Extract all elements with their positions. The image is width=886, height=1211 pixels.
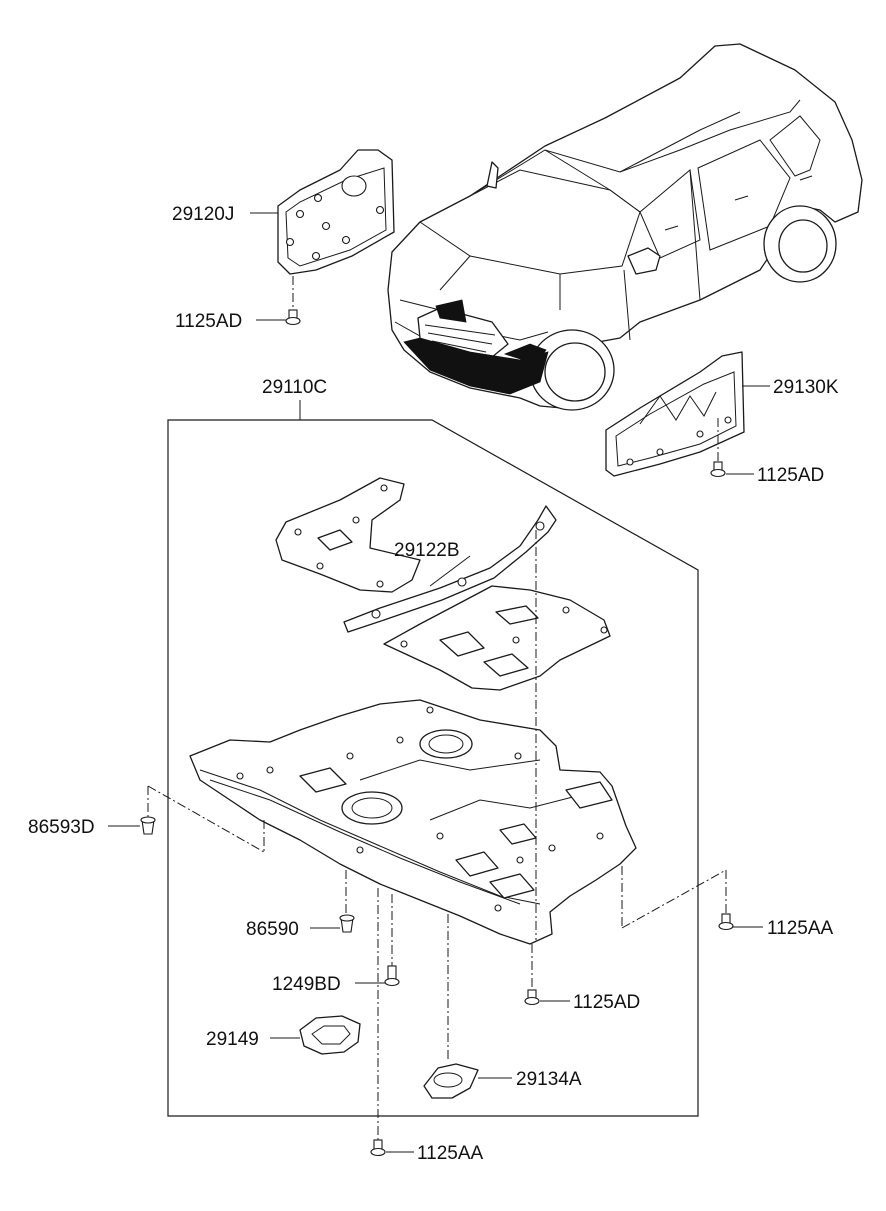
- clip-86593D: [140, 816, 156, 835]
- label-1125AA-right: 1125AA: [767, 918, 834, 939]
- label-29134A: 29134A: [516, 1069, 582, 1090]
- label-29122B: 29122B: [394, 540, 460, 561]
- label-1125AD-top: 1125AD: [175, 311, 242, 332]
- vehicle-illustration: [387, 43, 863, 411]
- part-29120J: [277, 149, 395, 275]
- part-middle-panel: [383, 585, 611, 691]
- part-29122B: [343, 505, 557, 633]
- label-29130K: 29130K: [773, 377, 839, 398]
- label-29110C: 29110C: [262, 377, 327, 398]
- bolt-1125AD-bottom: [524, 989, 540, 1006]
- bolt-1249BD: [384, 965, 400, 987]
- part-29149: [299, 1015, 361, 1055]
- part-29134A: [423, 1063, 479, 1099]
- part-main-undercover: [189, 699, 637, 945]
- label-1125AA-bottom: 1125AA: [417, 1143, 484, 1164]
- label-1125AD-right: 1125AD: [757, 465, 824, 486]
- clip-86590: [339, 914, 355, 933]
- bolt-1125AD-right: [710, 418, 726, 478]
- part-upper-panel: [275, 477, 421, 593]
- label-29120J: 29120J: [172, 204, 234, 225]
- label-1249BD: 1249BD: [272, 974, 341, 995]
- bolt-1125AA-right: [718, 913, 734, 931]
- guide-line-1125AA-right-b: [621, 869, 727, 929]
- guide-line-86593D: [147, 785, 265, 853]
- bolt-1125AD-top: [285, 276, 301, 326]
- assembly-box-29110C: [167, 419, 699, 1117]
- label-86593D: 86593D: [28, 817, 95, 838]
- part-29130K: [605, 351, 745, 477]
- label-29149: 29149: [206, 1029, 259, 1050]
- label-1125AD-bottom: 1125AD: [573, 992, 640, 1013]
- label-86590: 86590: [246, 919, 299, 940]
- bolt-1125AA-bottom: [370, 1139, 386, 1157]
